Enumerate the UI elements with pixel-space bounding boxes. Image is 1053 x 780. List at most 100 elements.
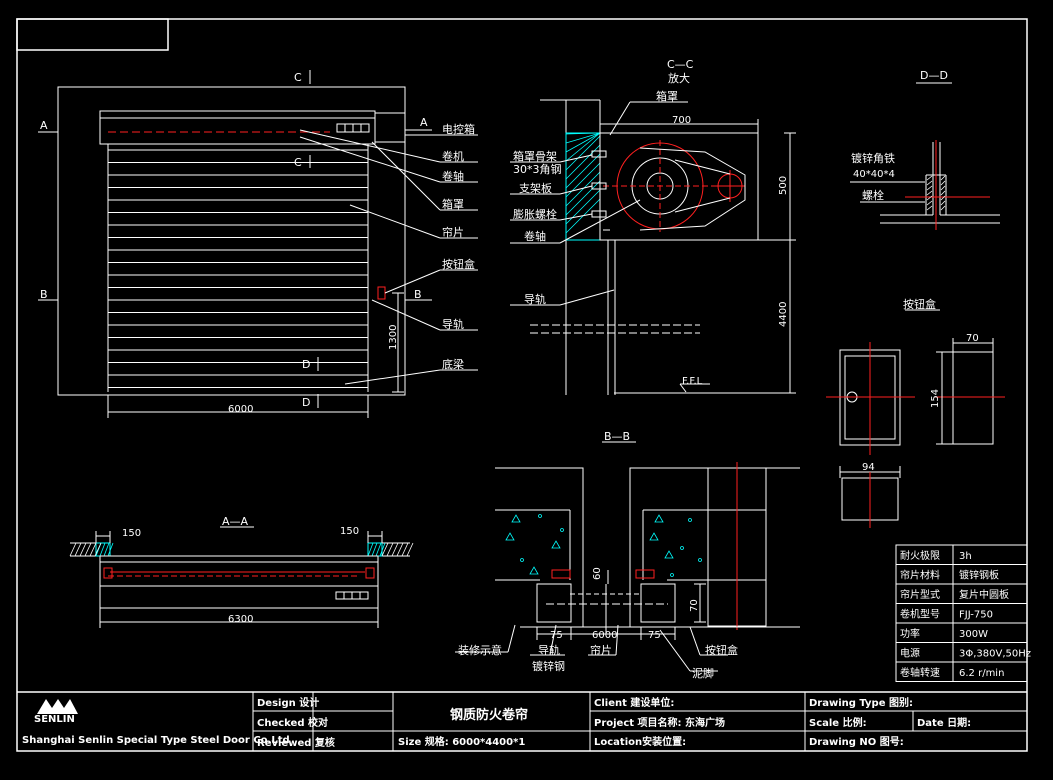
door-opening-outline — [57, 86, 406, 396]
tb-drawing-no: Drawing NO 图号: — [809, 736, 904, 748]
section-mark-c-mid: C — [294, 156, 302, 169]
tb-location: Location安装位置: — [594, 735, 686, 748]
cc-label-shaft: 卷轴 — [524, 229, 546, 243]
section-dd — [850, 82, 1000, 311]
section-cc-text: C—C 放大 700 500 4400 F.F.L 箱罩 箱罩骨架 30*3角钢… — [513, 58, 789, 387]
section-mark-c-top: C — [294, 71, 302, 84]
cc-label-expansion-bolt: 膨胀螺栓 — [513, 207, 557, 221]
spec-value: 3h — [959, 551, 972, 562]
section-aa-text: A—A 150 150 6300 — [122, 515, 359, 625]
dd-label-angle-size: 40*40*4 — [853, 169, 895, 180]
cc-title: C—C — [667, 58, 694, 71]
company-name: Shanghai Senlin Special Type Steel Door … — [22, 735, 290, 746]
curtain-slats — [108, 149, 368, 388]
elevation-view — [38, 70, 478, 418]
spec-key: 功率 — [900, 627, 920, 640]
button-box-dim-depth: 70 — [966, 333, 979, 344]
cc-label-bracket: 支架板 — [519, 181, 552, 195]
aa-dim-total: 6300 — [228, 614, 253, 625]
spec-value: 6.2 r/min — [959, 668, 1004, 679]
cc-dim-box-height: 500 — [778, 176, 789, 195]
button-box-text: 按钮盒 70 154 94 — [862, 297, 979, 473]
button-box-detail — [826, 338, 1005, 528]
spec-key: 卷轴转速 — [900, 666, 940, 679]
aa-title: A—A — [222, 515, 249, 528]
dd-title: D—D — [920, 69, 948, 82]
cc-label-angle-steel: 30*3角钢 — [513, 163, 562, 176]
dd-label-bolt: 螺栓 — [862, 188, 884, 202]
aa-dim-right: 150 — [340, 526, 359, 537]
bb-right-rail — [640, 583, 676, 623]
dim-width: 6000 — [228, 404, 253, 415]
cc-label-hood-frame: 箱罩骨架 — [513, 149, 557, 163]
spec-key: 耐火极限 — [900, 549, 940, 562]
spec-key: 帘片型式 — [900, 588, 940, 601]
concrete-hatch — [505, 514, 702, 577]
callout-guide-rail: 导轨 — [442, 317, 464, 331]
aa-box — [99, 555, 379, 609]
section-aa — [69, 526, 414, 628]
callout-motor: 卷机 — [442, 149, 464, 163]
roller-box — [99, 110, 376, 145]
section-bb-text: B—B 60 75 6000 75 70 装修示意 导轨 镀锌钢 帘片 按钮盒 … — [458, 430, 738, 680]
bb-dim-60: 60 — [592, 567, 603, 580]
title-block — [17, 691, 1027, 751]
cc-floor-label: F.F.L — [682, 376, 703, 387]
section-mark-a-left: A — [40, 119, 48, 132]
tb-date: Date 日期: — [917, 716, 971, 729]
spec-key: 帘片材料 — [900, 569, 940, 582]
spec-value: 3Φ,380V,50Hz — [959, 649, 1031, 660]
title-block-text: SENLIN Shanghai Senlin Special Type Stee… — [22, 696, 971, 749]
bb-label-button-box: 按钮盒 — [705, 643, 738, 657]
section-mark-b-left: B — [40, 288, 48, 301]
cc-subtitle: 放大 — [668, 71, 690, 85]
hood-box — [599, 132, 759, 241]
tb-design: Design 设计 — [257, 696, 319, 709]
spec-value: 复片中圆板 — [959, 588, 1009, 601]
spec-key: 卷机型号 — [900, 608, 940, 621]
bb-label-slat: 帘片 — [590, 643, 612, 657]
section-mark-d-bottom: D — [302, 396, 310, 409]
bb-label-galv-steel: 镀锌钢 — [532, 659, 565, 673]
bb-title: B—B — [604, 430, 630, 443]
callout-hood: 箱罩 — [442, 197, 464, 211]
callout-bottom-bar: 底梁 — [442, 357, 464, 371]
section-mark-b-right: B — [414, 288, 422, 301]
bb-dim-75-left: 75 — [550, 630, 563, 641]
tb-checked: Checked 校对 — [257, 716, 328, 729]
callout-shaft: 卷轴 — [442, 169, 464, 183]
tb-scale: Scale 比例: — [809, 716, 867, 729]
cc-label-hood: 箱罩 — [656, 89, 678, 103]
spec-value: 300W — [959, 629, 988, 640]
spec-key: 电源 — [900, 647, 920, 660]
callout-control-box: 电控箱 — [442, 122, 475, 136]
callout-button-box: 按钮盒 — [442, 257, 475, 271]
cc-dim-top: 700 — [672, 115, 691, 126]
cc-dim-total-height: 4400 — [778, 302, 789, 327]
control-box — [374, 112, 406, 143]
tb-client: Client 建设单位: — [594, 696, 674, 709]
tb-reviewed: Reviewed 复核 — [257, 736, 335, 749]
tb-drawing-name: 钢质防火卷帘 — [450, 707, 528, 723]
bb-label-decoration: 装修示意 — [458, 643, 502, 657]
button-box-side — [952, 351, 994, 445]
top-left-label-box — [16, 18, 169, 51]
bb-dim-70: 70 — [689, 599, 700, 612]
section-mark-a-right: A — [420, 116, 428, 129]
bb-label-guide-rail: 导轨 — [538, 643, 560, 657]
bb-left-rail — [536, 583, 572, 623]
callout-slat: 帘片 — [442, 225, 464, 239]
button-box-dim-width: 94 — [862, 462, 875, 473]
company-logo — [37, 699, 78, 714]
bb-label-mortar: 泥脚 — [692, 666, 714, 680]
spec-value: FJJ-750 — [959, 610, 993, 621]
tb-project: Project 项目名称: 东海广场 — [594, 716, 725, 729]
dim-button-height: 1300 — [388, 325, 399, 350]
section-dd-text: D—D 镀锌角铁 40*40*4 螺栓 — [851, 69, 948, 202]
dd-label-angle-iron: 镀锌角铁 — [851, 151, 895, 165]
section-bb — [455, 441, 800, 672]
drawing-border — [16, 18, 1028, 752]
spec-value: 镀锌钢板 — [959, 569, 999, 582]
